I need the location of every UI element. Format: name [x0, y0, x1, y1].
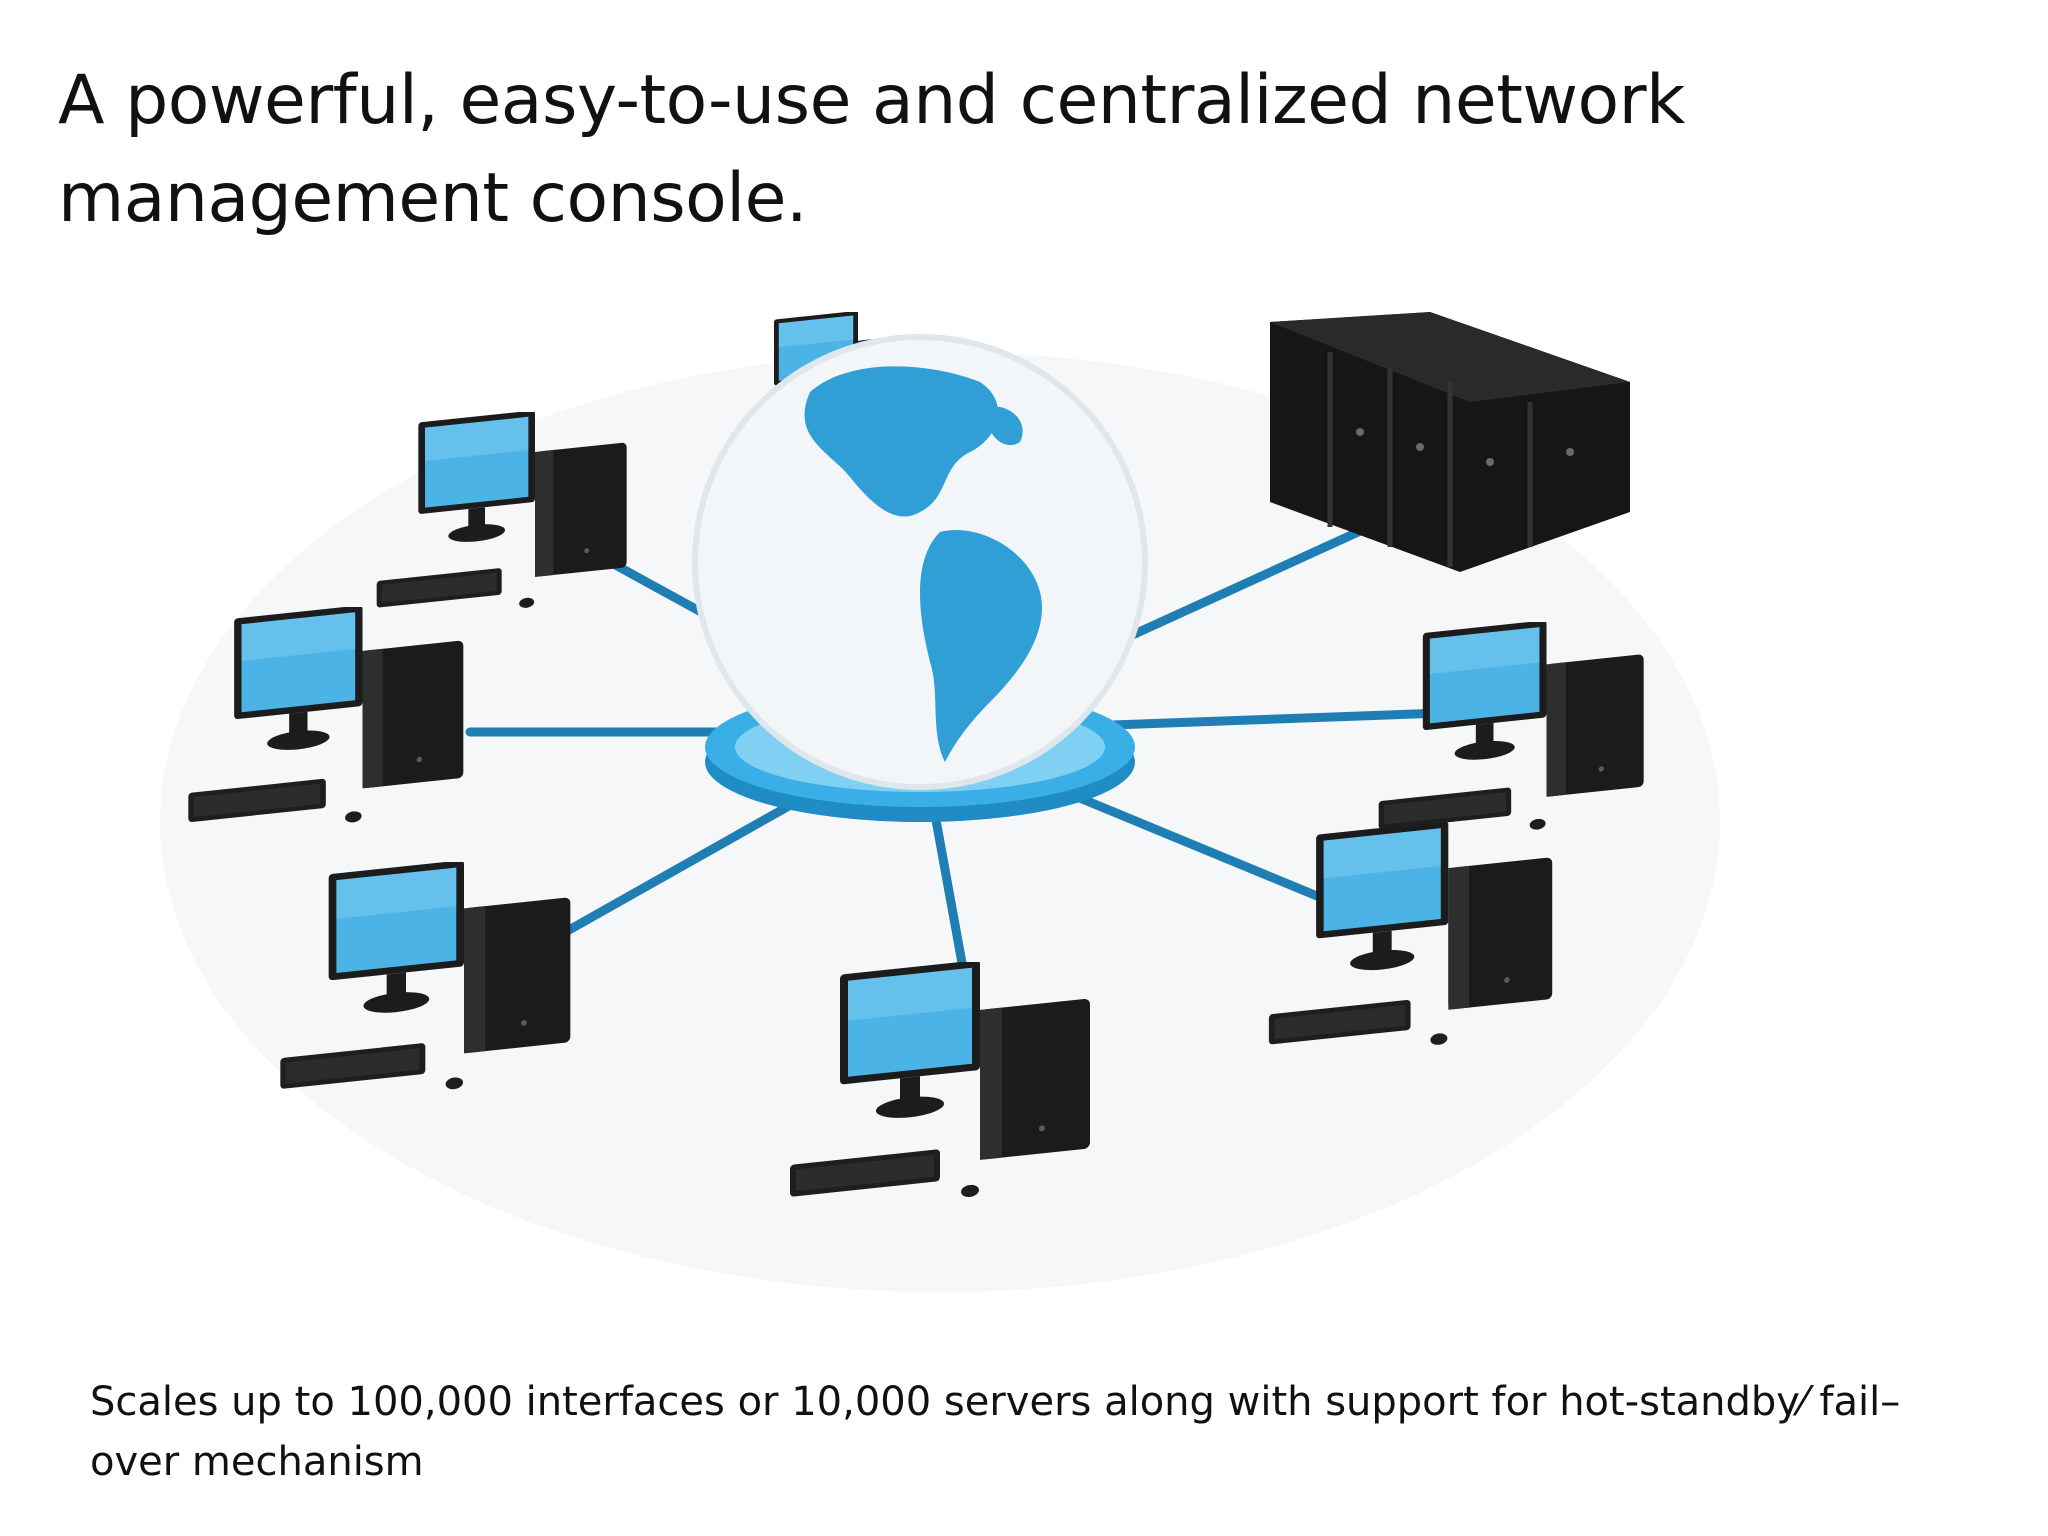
- slide-caption: Scales up to 100,000 interfaces or 10,00…: [90, 1379, 1901, 1485]
- server-rack-icon: [1270, 312, 1630, 572]
- globe-icon: [692, 334, 1148, 822]
- slide-title: A powerful, easy-to-use and centralized …: [58, 61, 1685, 238]
- network-illustration: [160, 312, 1720, 1292]
